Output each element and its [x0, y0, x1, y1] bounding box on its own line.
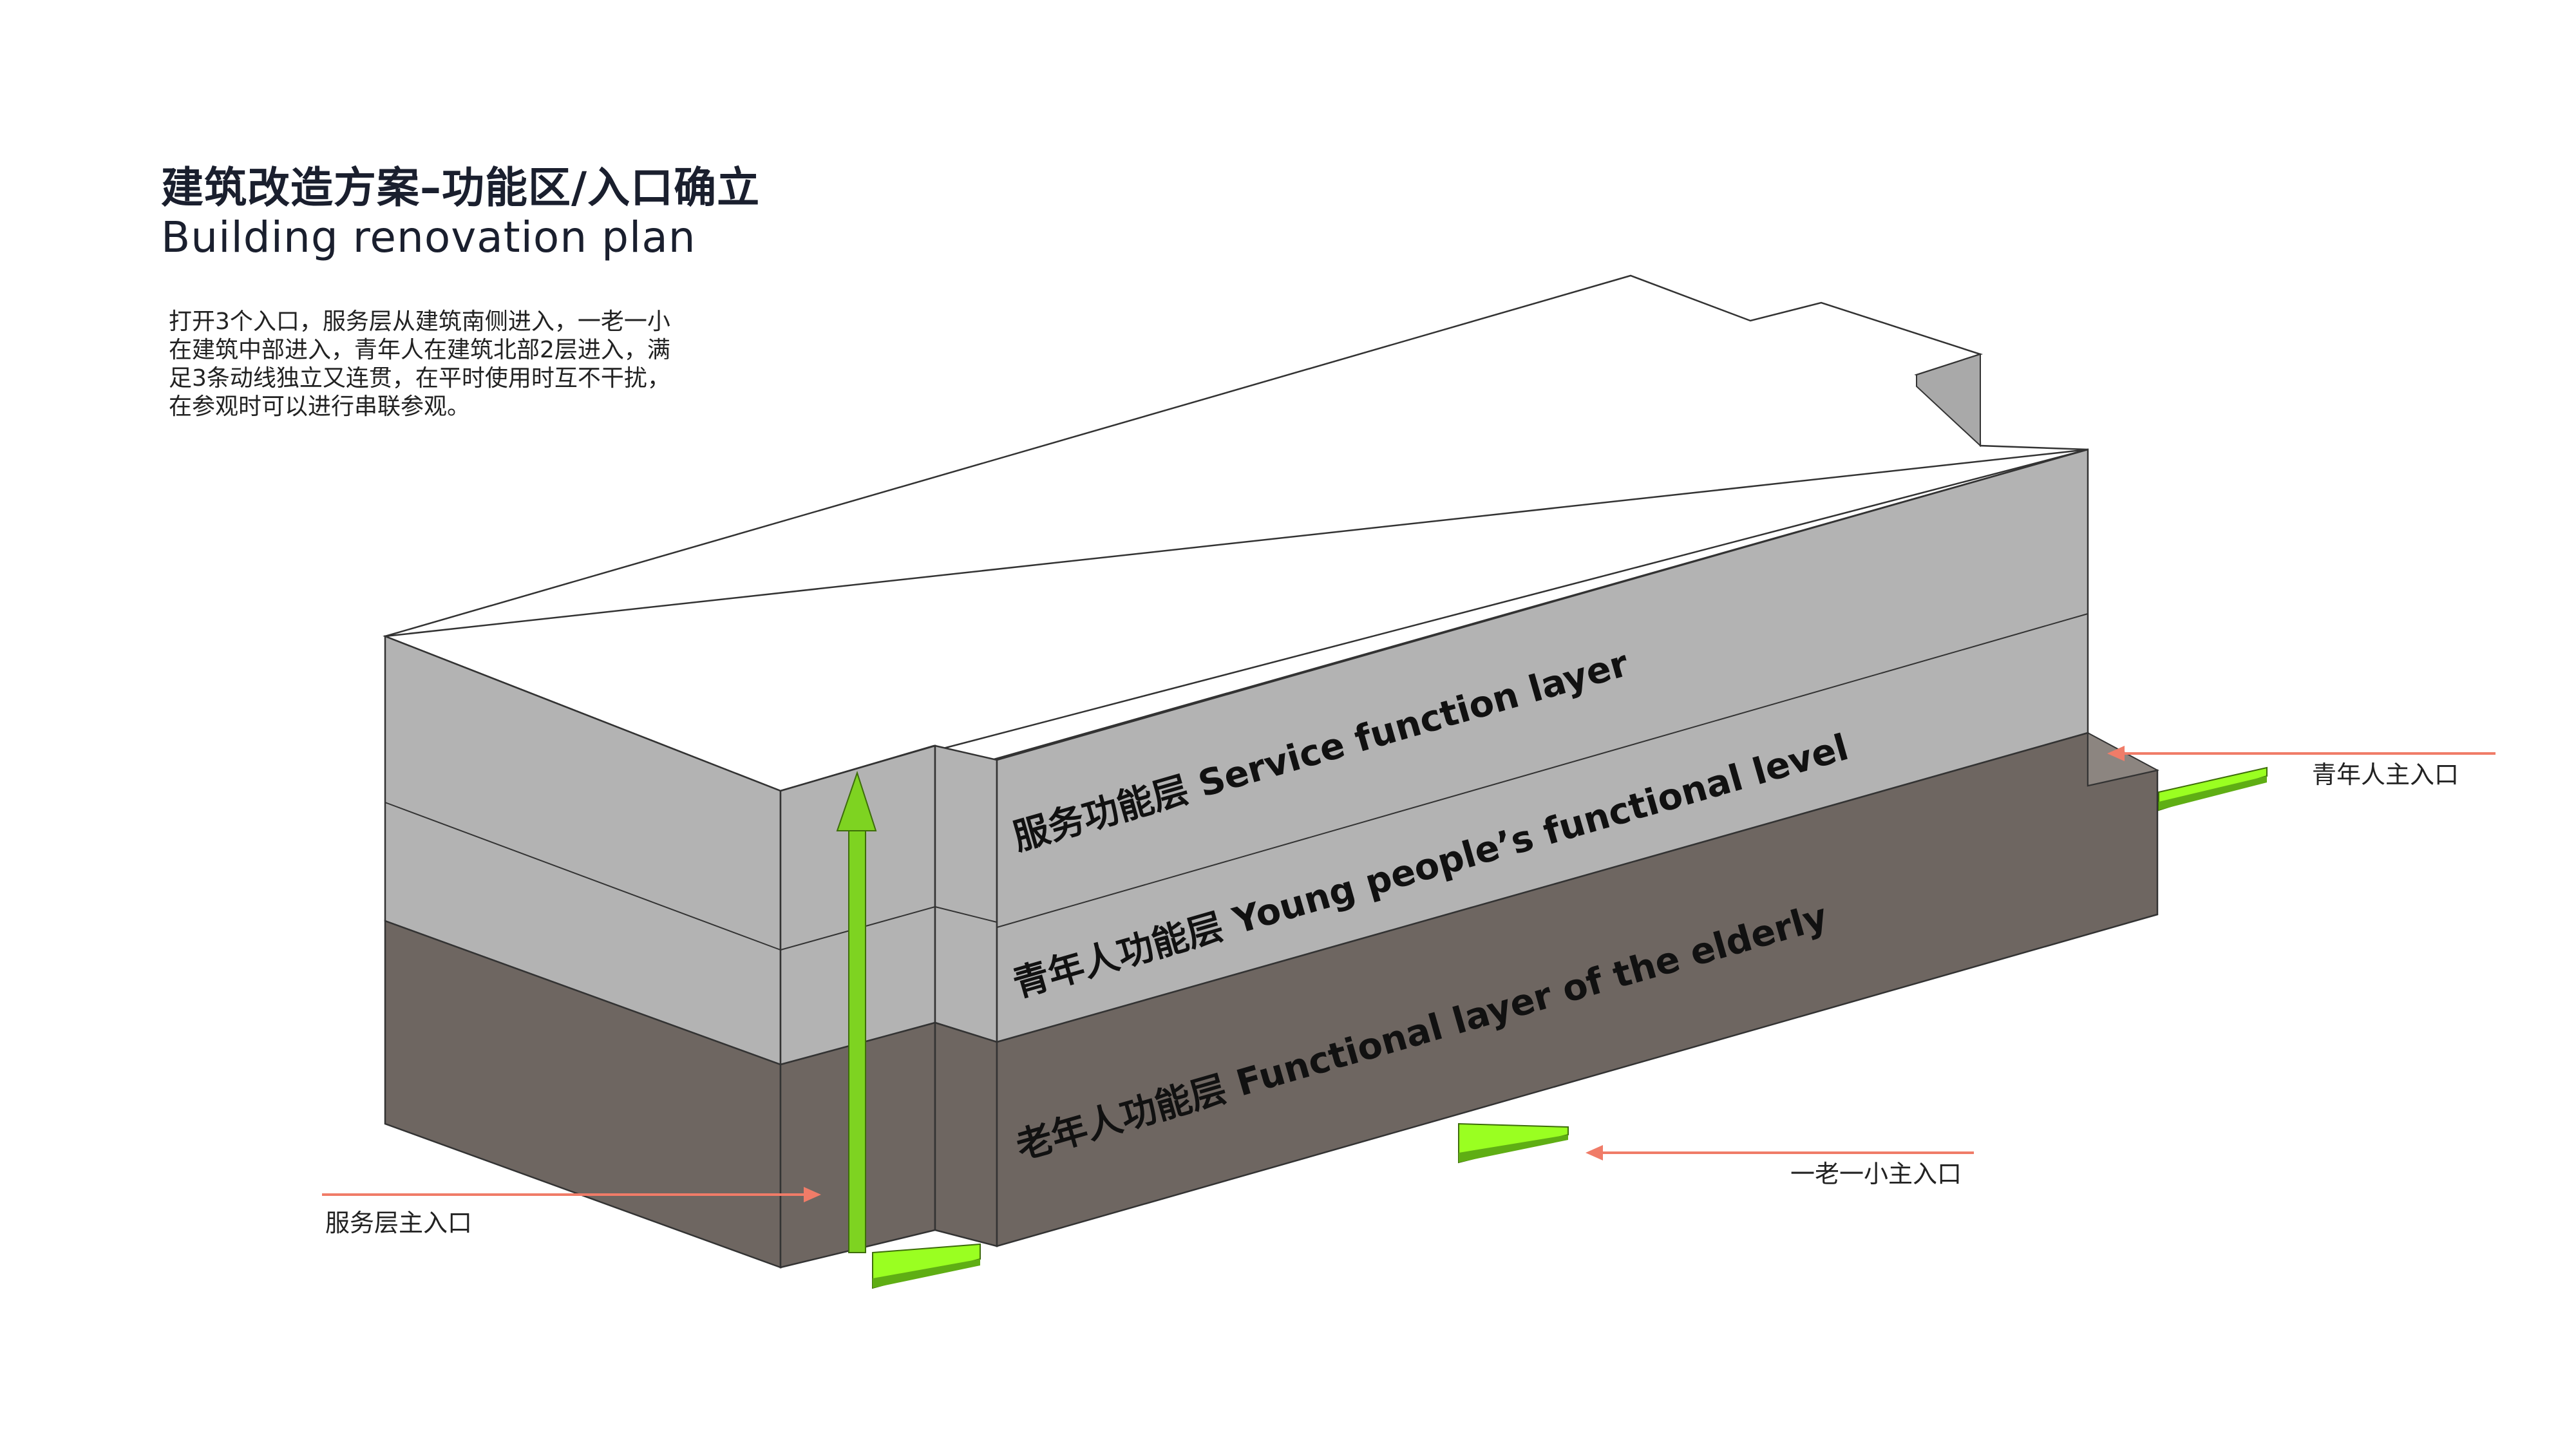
description-line: 在参观时可以进行串联参观。: [169, 393, 471, 420]
recess-upper: [934, 744, 998, 1043]
entrance-label-young: 青年人主入口: [2312, 761, 2459, 789]
description-line: 在建筑中部进入，青年人在建筑北部2层进入，满: [169, 337, 670, 363]
entrance-arrow-elderly-child: [1586, 1145, 1974, 1160]
floor-divider-recess: [934, 906, 998, 923]
entrance-arrow-service: [322, 1187, 821, 1202]
page-subtitle: Building renovation plan: [161, 213, 696, 262]
entrance-marker-young: [2158, 766, 2268, 811]
description: 打开3个入口，服务层从建筑南侧进入，一老一小 在建筑中部进入，青年人在建筑北部2…: [169, 308, 670, 421]
floor-divider-left-side: [384, 802, 781, 951]
page-title: 建筑改造方案–功能区/入口确立: [161, 163, 761, 213]
entrance-marker-service: [872, 1243, 981, 1289]
floor-divider-main-front: [996, 613, 2088, 928]
roof-notch: [1916, 353, 1981, 448]
entrance-marker-elderly-child: [1458, 1122, 1569, 1164]
entrance-label-elderly-child: 一老一小主入口: [1790, 1160, 1962, 1188]
recess-ground: [934, 1021, 998, 1247]
entrance-label-service: 服务层主入口: [325, 1209, 473, 1237]
entrance-arrow-young: [2107, 746, 2496, 761]
description-line: 足3条动线独立又连贯，在平时使用时互不干扰，: [169, 365, 670, 392]
description-line: 打开3个入口，服务层从建筑南侧进入，一老一小: [169, 308, 670, 335]
service-vertical-arrow: [836, 770, 877, 1253]
